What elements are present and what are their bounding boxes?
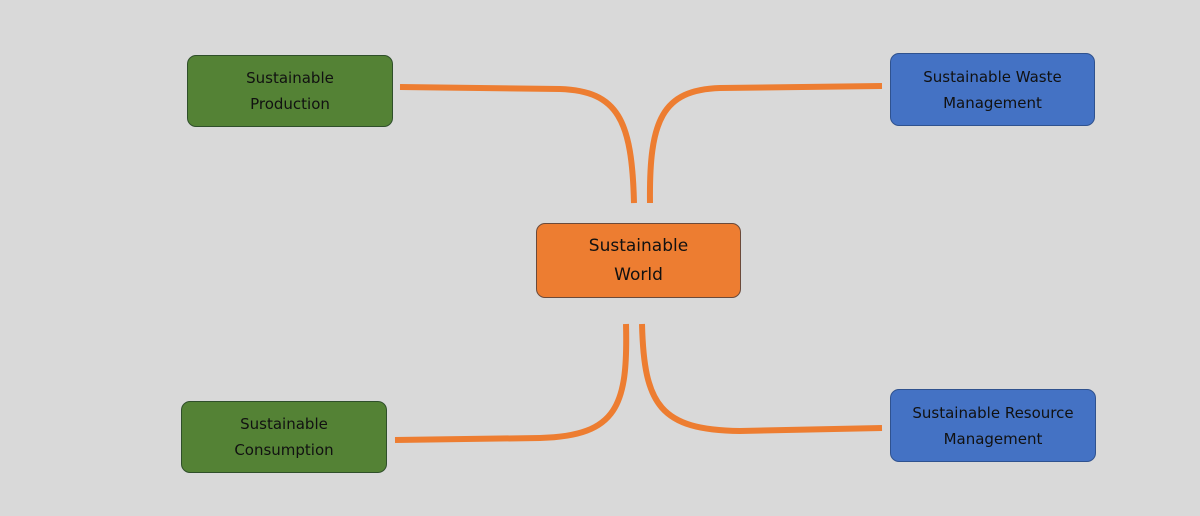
node-sustainable-production: Sustainable Production (187, 55, 393, 127)
connector-consumption (394, 323, 630, 443)
connector-resource (639, 323, 883, 435)
node-label: Sustainable Waste Management (923, 67, 1062, 112)
node-sustainable-resource-management: Sustainable Resource Management (890, 389, 1096, 462)
node-label: Sustainable Resource Management (912, 403, 1074, 448)
node-label: Sustainable Production (246, 69, 334, 113)
connector-waste (646, 83, 883, 204)
node-sustainable-world: Sustainable World (536, 223, 741, 298)
node-sustainable-waste-management: Sustainable Waste Management (890, 53, 1095, 126)
node-sustainable-consumption: Sustainable Consumption (181, 401, 387, 473)
connector-production (399, 84, 637, 204)
node-label: Sustainable World (588, 235, 689, 285)
node-label: Sustainable Consumption (234, 415, 334, 459)
